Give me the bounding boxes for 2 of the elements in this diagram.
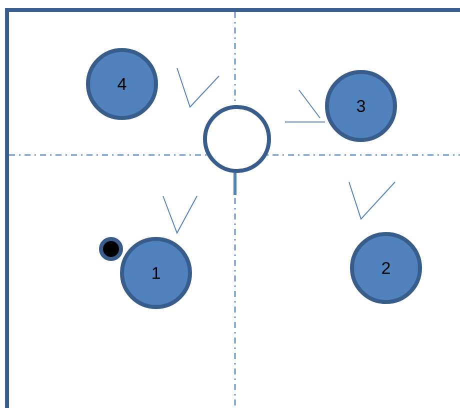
ring bbox=[203, 105, 271, 173]
dot bbox=[99, 237, 123, 261]
